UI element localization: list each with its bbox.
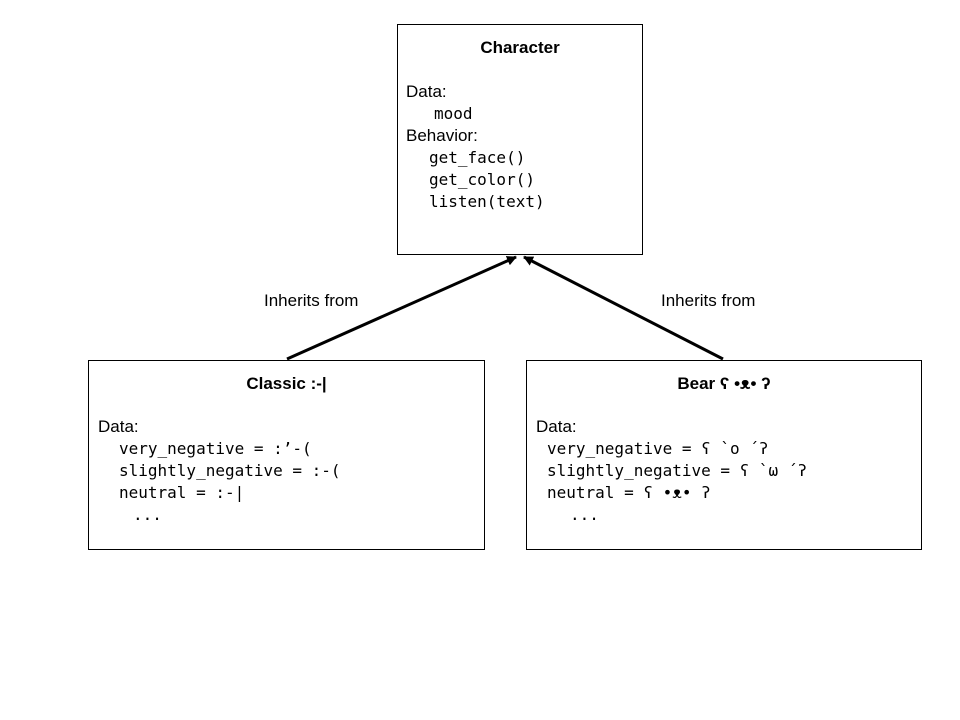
class-title: Character xyxy=(480,38,560,57)
class-box-classic: Classic :-| Data: very_negative = :’-( s… xyxy=(88,360,485,550)
class-box-character: Character Data: mood Behavior: get_face(… xyxy=(397,24,643,255)
data-label: Data: xyxy=(536,417,577,436)
data-item-ellipsis: ... xyxy=(133,505,162,524)
edge-label-left: Inherits from xyxy=(264,291,359,310)
data-item: neutral = :-| xyxy=(119,483,245,502)
data-item: neutral = ʕ •ᴥ• ʔ xyxy=(547,483,711,502)
class-title: Classic :-| xyxy=(246,374,327,393)
arrow-classic-to-character xyxy=(286,255,517,361)
edge-label-right: Inherits from xyxy=(661,291,756,310)
arrow-bear-to-character xyxy=(523,255,724,361)
behavior-item: get_color() xyxy=(429,170,535,189)
class-title: Bear ʕ •ᴥ• ʔ xyxy=(677,374,771,393)
data-item: very_negative = ʕ ̀ o ́ ʔ xyxy=(547,439,769,458)
data-item: very_negative = :’-( xyxy=(119,439,312,458)
data-item: slightly_negative = ʕ ̀ ω ́ ʔ xyxy=(547,461,808,480)
data-label: Data: xyxy=(406,82,447,101)
data-item: mood xyxy=(434,104,473,123)
data-item-ellipsis: ... xyxy=(570,505,599,524)
behavior-item: get_face() xyxy=(429,148,526,167)
behavior-label: Behavior: xyxy=(406,126,478,145)
data-item: slightly_negative = :-( xyxy=(119,461,341,480)
class-box-bear: Bear ʕ •ᴥ• ʔ Data: very_negative = ʕ ̀ o… xyxy=(526,360,922,550)
data-label: Data: xyxy=(98,417,139,436)
behavior-item: listen(text) xyxy=(429,192,545,211)
